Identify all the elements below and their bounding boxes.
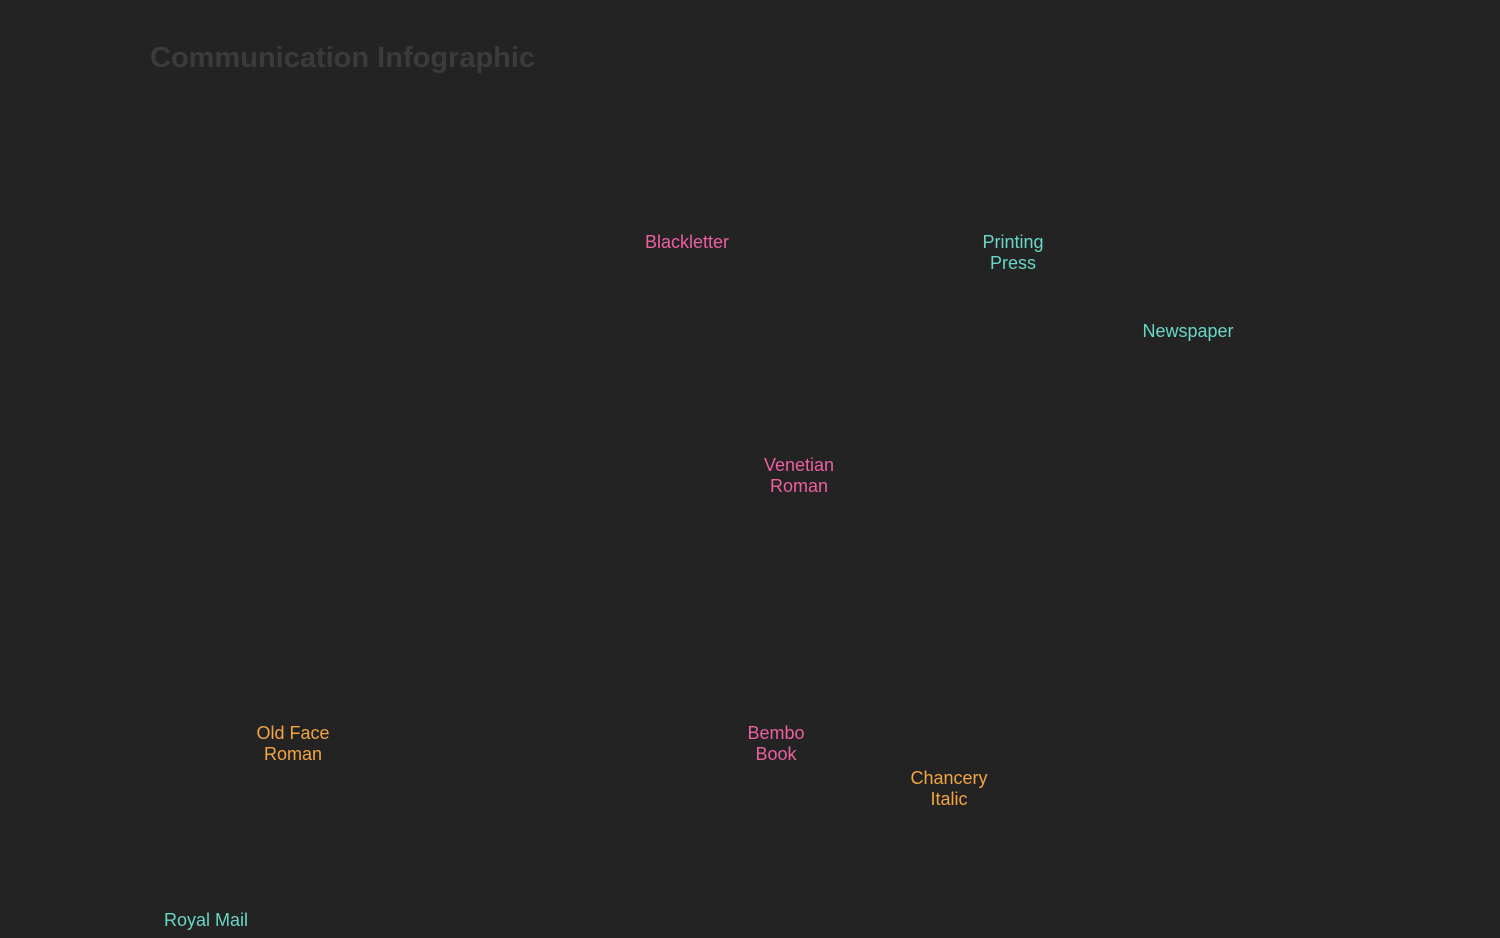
node-label-line: Book	[755, 743, 797, 764]
node-old-face-roman: Old Face Roman	[256, 723, 329, 764]
node-label-line: Roman	[263, 743, 323, 764]
node-newspaper: Newspaper	[1142, 321, 1233, 342]
node-label-line: Chancery	[910, 768, 988, 788]
node-venetian-roman: Venetian Roman	[764, 455, 834, 496]
node-bembo-book: Bembo Book	[747, 723, 804, 764]
node-label-line: Roman	[769, 475, 829, 496]
node-printing-press: Printing Press	[982, 232, 1043, 273]
node-label-line: Old Face	[256, 723, 330, 743]
node-label-line: Italic	[930, 788, 968, 809]
node-label-line: Royal Mail	[163, 910, 249, 930]
node-royal-mail: Royal Mail	[164, 910, 248, 931]
node-label-line: Bembo	[747, 723, 805, 743]
node-label-line: Printing	[982, 232, 1044, 252]
node-label-line: Blackletter	[644, 232, 730, 252]
node-label-line: Newspaper	[1142, 321, 1234, 341]
node-label-line: Press	[989, 252, 1036, 273]
node-blackletter: Blackletter	[645, 232, 729, 253]
node-chancery-italic: Chancery Italic	[910, 768, 987, 809]
node-label-line: Venetian	[763, 455, 835, 475]
page-title: Communication Infographic	[150, 42, 536, 74]
